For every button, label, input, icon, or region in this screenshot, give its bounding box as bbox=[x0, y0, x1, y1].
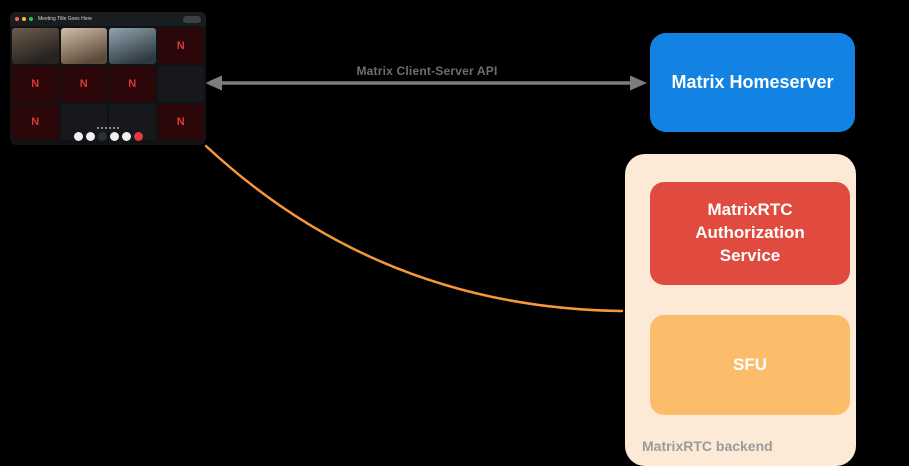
meeting-title: Meeting Title Goes Here bbox=[38, 16, 92, 22]
sfu-label: SFU bbox=[733, 355, 767, 374]
minimize-window-icon[interactable] bbox=[22, 17, 26, 21]
matrix-homeserver-label: Matrix Homeserver bbox=[671, 72, 834, 92]
video-tile-avatar: N bbox=[157, 104, 204, 140]
video-tile-avatar: N bbox=[60, 66, 107, 102]
avatar-letter: N bbox=[31, 78, 40, 90]
avatar-letter: N bbox=[31, 116, 40, 128]
sfu-node: SFU bbox=[650, 315, 850, 415]
video-tile-person bbox=[60, 28, 107, 64]
avatar-letter: N bbox=[176, 40, 185, 52]
hangup-button[interactable] bbox=[133, 132, 143, 141]
window-titlebar: Meeting Title Goes Here bbox=[10, 12, 206, 26]
avatar-letter: N bbox=[128, 78, 137, 90]
authorization-service-node: MatrixRTC Authorization Service bbox=[650, 182, 850, 285]
window-controls bbox=[15, 17, 33, 21]
more-options-button[interactable] bbox=[121, 132, 131, 141]
screenshare-button[interactable] bbox=[97, 132, 107, 141]
video-tile-avatar: N bbox=[12, 66, 59, 102]
avatar-letter: N bbox=[176, 116, 185, 128]
chat-button[interactable] bbox=[109, 132, 119, 141]
camera-button[interactable] bbox=[85, 132, 95, 141]
header-pill[interactable] bbox=[183, 15, 201, 23]
matrixrtc-backend-label: MatrixRTC backend bbox=[642, 438, 773, 454]
client-server-api-label: Matrix Client-Server API bbox=[356, 64, 498, 78]
video-tile-avatar: N bbox=[157, 28, 204, 64]
video-tile-avatar: N bbox=[109, 66, 156, 102]
matrix-homeserver-node: Matrix Homeserver bbox=[650, 33, 855, 132]
zoom-window-icon[interactable] bbox=[29, 17, 33, 21]
video-tile-empty bbox=[157, 66, 204, 102]
video-call-window: Meeting Title Goes Here N N N N N bbox=[10, 12, 206, 145]
avatar-letter: N bbox=[79, 78, 88, 90]
authorization-service-label: MatrixRTC Authorization Service bbox=[695, 200, 805, 265]
video-tile-person bbox=[12, 28, 59, 64]
call-controls bbox=[10, 132, 206, 141]
close-window-icon[interactable] bbox=[15, 17, 19, 21]
sfu-media-curve bbox=[204, 144, 624, 313]
microphone-button[interactable] bbox=[73, 132, 83, 141]
pagination-dots bbox=[10, 127, 206, 129]
video-tile-avatar: N bbox=[12, 104, 59, 140]
video-tile-grid: N N N N N N bbox=[10, 26, 206, 145]
matrixrtc-backend-container: MatrixRTC Authorization Service SFU Matr… bbox=[625, 154, 856, 466]
video-tile-person bbox=[109, 28, 156, 64]
